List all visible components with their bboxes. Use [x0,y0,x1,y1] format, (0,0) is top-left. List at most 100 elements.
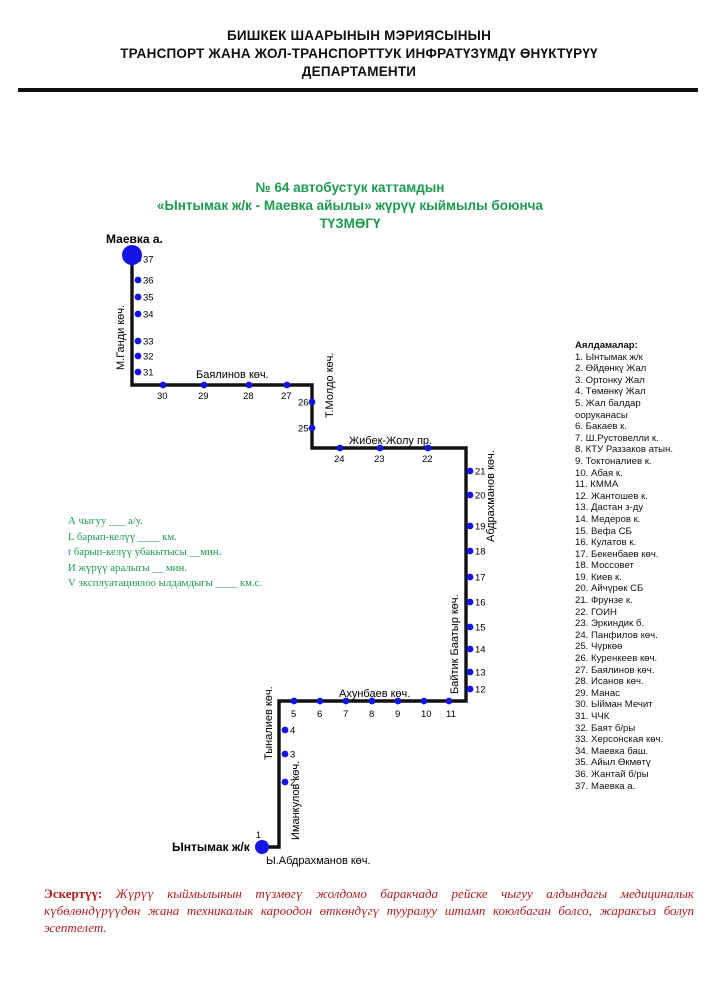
note-text: Жүрүү кыймылынын түзмөгү жолдомо баракча… [44,886,694,935]
title-line-2: «Ынтымак ж/к - Маевка айылы» жүрүү кыймы… [156,198,544,213]
stop-marker [466,623,474,631]
stop-marker [134,352,142,360]
stop-number-label: 15 [475,623,486,634]
legend-item: 7. Ш.Рустовелли к. [575,432,659,444]
stop-marker [283,381,291,389]
legend-item: 5. Жал балдар [575,397,641,409]
stop-number-label: 34 [143,310,154,321]
stop-marker [420,697,428,705]
stop-marker [134,276,142,284]
legend-item: 1. Ынтымак ж/к [575,351,643,363]
street-tynaliev: Тыналиев көч. [263,686,275,760]
stop-number-label: 17 [475,573,486,584]
title-line-3: ТҮЗМӨГҮ [319,216,381,231]
stop-marker [134,368,142,376]
param-line: И жүрүү аралыгы __ мин. [68,561,187,574]
stop-number-label: 11 [446,709,456,720]
stop-marker [159,381,167,389]
stop-number-label: 3 [290,750,295,761]
legend-item: 24. Панфилов көч. [575,629,658,641]
stop-number-label: 20 [475,491,486,502]
stop-marker [281,726,289,734]
stop-number-label: 21 [475,467,486,478]
street-abdrakhmanov: Абдрахманов көч. [485,450,497,542]
header-line-1: БИШКЕК ШААРЫНЫН МЭРИЯСЫНЫН [226,28,492,43]
route-line [130,257,468,849]
stop-number-label: 23 [374,454,385,465]
stop-number-label: 18 [475,547,486,558]
street-gandi: М.Ганди көч. [115,305,127,370]
legend-item: 11. КММА [575,479,619,491]
stop-marker [368,697,376,705]
stop-marker [200,381,208,389]
stop-number-label: 26 [298,398,309,409]
legend-item: 26. Куренкеев көч. [575,653,658,665]
stop-marker [466,547,474,555]
legend-item: 9. Токтоналиев к. [575,455,652,467]
route-stops [134,255,474,786]
header-line-2: ТРАНСПОРТ ЖАНА ЖОЛ-ТРАНСПОРТТУК ИНФРАТҮЗ… [120,46,598,61]
terminal-start-label: Ынтымак ж/к [172,840,251,854]
stop-number-label: 35 [143,293,154,304]
legend-item: 2. Өйдөнкү Жал [575,363,647,375]
stop-number-label: 33 [143,337,154,348]
warning-note: Эскертүү: Жүрүү кыймылынын түзмөгү жолдо… [44,885,694,936]
stop-number-label: 10 [421,709,432,720]
legend-item: 6. Бакаев к. [575,421,628,433]
stop-number-label: 29 [198,391,209,402]
stop-number-label: 12 [475,685,486,696]
stop-marker [466,573,474,581]
legend-item: 3. Ортонку Жал [575,374,645,386]
legend-item: 16. Кулатов к. [575,537,637,549]
param-line: А чыгуу ___ а/у. [68,515,143,527]
stop-number-label: 31 [143,368,154,379]
street-baitik: Байтик Баатыр көч. [449,594,461,694]
legend-item: 28. Исанов көч. [575,676,644,688]
stop-number-label: 13 [475,668,486,679]
stop-number-label: 16 [475,598,486,609]
stop-number-label: 24 [334,454,345,465]
stop-number-label: 5 [291,709,296,720]
legend-item: 33. Херсонская көч. [575,734,664,746]
legend-item: 12. Жантошев к. [575,490,648,502]
stop-marker [336,444,344,452]
stop-number-label: 6 [317,709,322,720]
stop-marker [394,697,402,705]
stop-marker [281,778,289,786]
stop-marker [134,293,142,301]
legend-item: 35. Айыл Өкмөтү [575,757,651,769]
stop-number-label: 37 [143,255,154,266]
legend-item: 29. Манас [575,687,620,699]
note-label: Эскертүү: [44,886,103,901]
street-bayalinov: Баялинов көч. [196,369,269,381]
stop-marker [466,645,474,653]
legend-item: 34. Маевка баш. [575,745,649,757]
stop-marker [466,491,474,499]
header-divider [18,88,698,92]
stop-marker [376,444,384,452]
stop-number-label: 32 [143,352,154,363]
legend-item: 32. Баят б/ры [575,722,636,734]
legend-item: 18. Моссовет [575,560,634,572]
legend-item: 23. Эркиндик б. [575,618,645,630]
stop-marker [308,424,316,432]
legend-item: 25. Чүркөө [575,641,623,653]
stop-number-label: 19 [475,522,486,533]
stop-marker [466,598,474,606]
legend-item: 20. Айчүрөк СБ [575,583,644,595]
param-line: V эксплуатациялоо ылдамдыгы ____ км.с. [68,577,263,590]
stop-number-label: 14 [475,645,486,656]
street-imankulov: Иманкулов көч. [290,761,302,840]
stop-marker [316,697,324,705]
stop-number-label: 1 [256,830,261,840]
legend-item: 30. Ыйман Мечит [575,699,653,711]
stop-marker [466,467,474,475]
param-line: t барып-келүү убакытысы __мин. [68,546,222,559]
stop-number-label: 27 [281,391,292,402]
stop-marker [466,522,474,530]
stop-marker [134,337,142,345]
header-line-3: ДЕПАРТАМЕНТИ [301,64,417,79]
